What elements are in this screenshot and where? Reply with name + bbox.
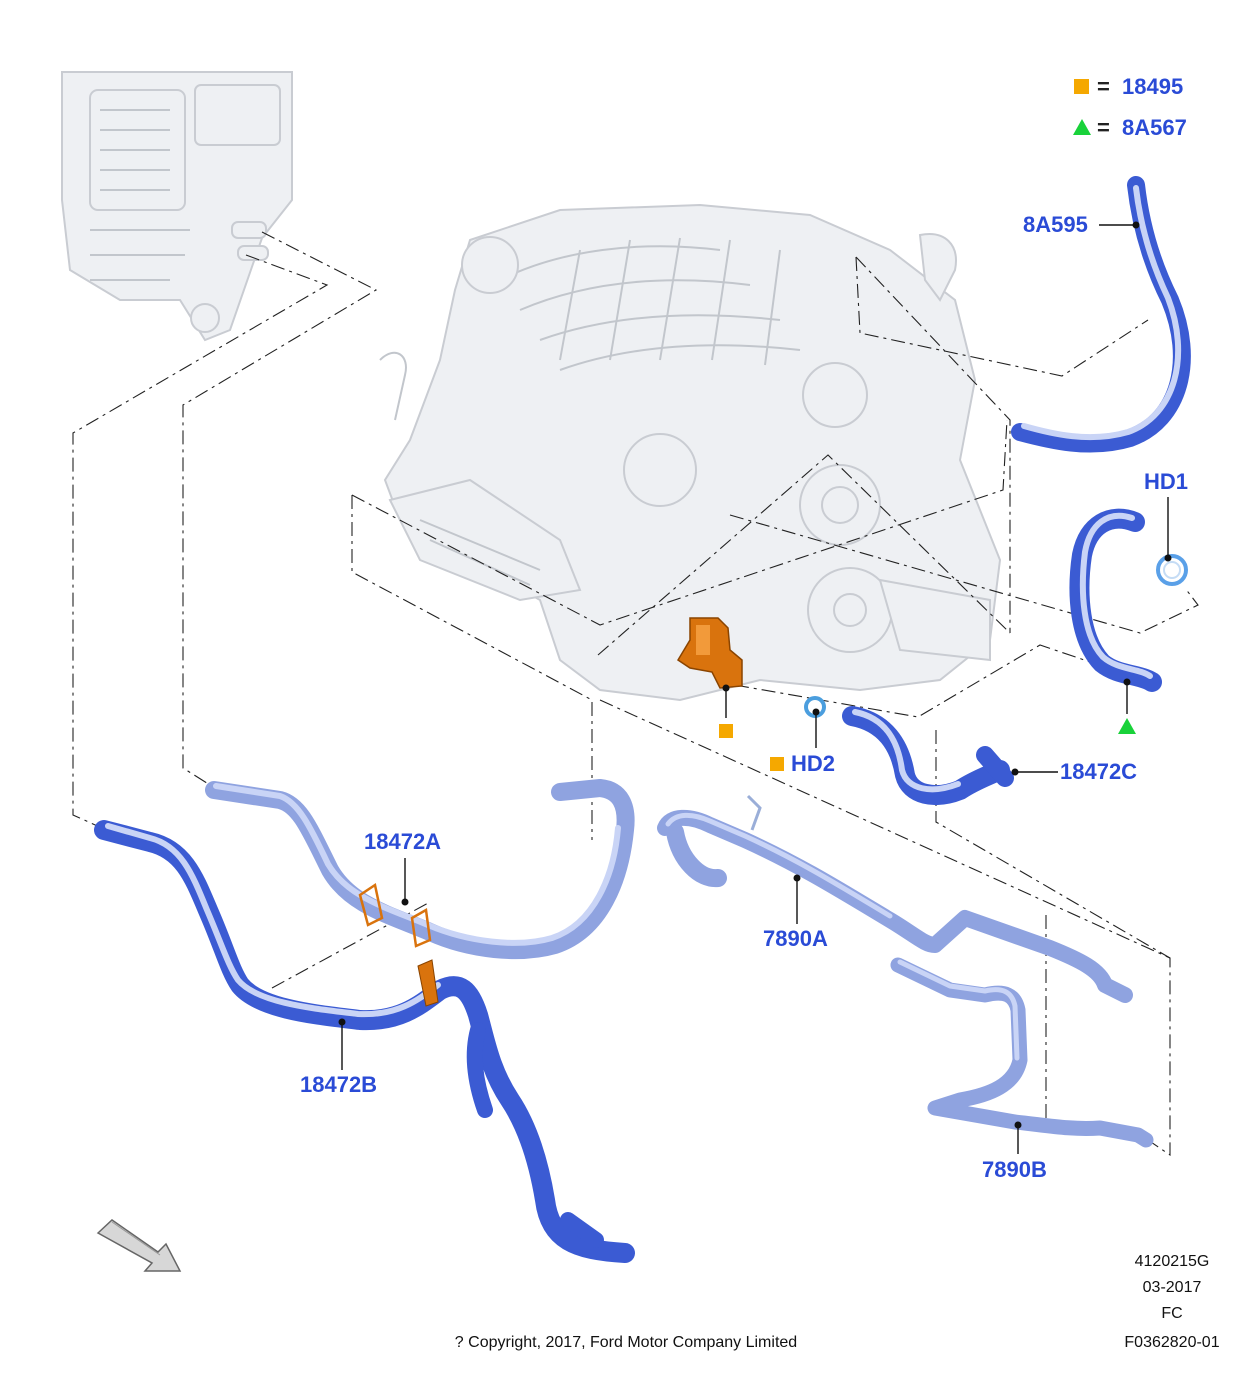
callout-18472c: 18472C bbox=[1060, 759, 1137, 784]
illustration-date: 03-2017 bbox=[1143, 1279, 1202, 1296]
callout-7890b: 7890B bbox=[982, 1157, 1047, 1182]
copyright-notice: ? Copyright, 2017, Ford Motor Company Li… bbox=[455, 1334, 797, 1351]
hose-with-clamp-hd1 bbox=[1069, 508, 1188, 692]
illustration-code: FC bbox=[1161, 1305, 1182, 1322]
hose-18472a bbox=[205, 779, 635, 960]
engine-illustration bbox=[379, 203, 1002, 702]
callout-18472b: 18472B bbox=[300, 1072, 377, 1097]
bracket-18495-icon bbox=[676, 617, 743, 689]
illustration-number: 4120215G bbox=[1135, 1253, 1210, 1270]
callout-hd1: HD1 bbox=[1144, 469, 1188, 494]
legend: = 18495 = 8A567 bbox=[1073, 74, 1187, 140]
tube-7890a bbox=[657, 794, 1133, 1003]
hvac-unit-illustration bbox=[61, 71, 293, 342]
hose-18472b bbox=[94, 820, 635, 1263]
callout-7890a: 7890A bbox=[763, 926, 828, 951]
leader-lines bbox=[338, 221, 1172, 1154]
legend-part-2: 8A567 bbox=[1122, 115, 1187, 140]
tube-7890b bbox=[890, 957, 1154, 1148]
hose-18472c bbox=[842, 706, 1014, 805]
orientation-arrow-icon bbox=[96, 1219, 182, 1272]
marker-square-bracket-icon bbox=[719, 724, 733, 738]
legend-equals-2: = bbox=[1097, 115, 1110, 140]
legend-part-1: 18495 bbox=[1122, 74, 1183, 99]
marker-square-hd2-icon bbox=[770, 757, 784, 771]
callout-18472a: 18472A bbox=[364, 829, 441, 854]
legend-equals-1: = bbox=[1097, 74, 1110, 99]
marker-triangle-hose-icon bbox=[1118, 718, 1136, 734]
illustration-reference: F0362820-01 bbox=[1124, 1334, 1219, 1351]
legend-square-icon bbox=[1074, 79, 1089, 94]
clamp-hd1-icon bbox=[1156, 554, 1188, 586]
callout-hd2: HD2 bbox=[791, 751, 835, 776]
clamp-hd2-icon bbox=[804, 696, 826, 718]
callout-8a595: 8A595 bbox=[1023, 212, 1088, 237]
hose-8a595 bbox=[1011, 176, 1191, 453]
legend-triangle-icon bbox=[1073, 119, 1091, 135]
